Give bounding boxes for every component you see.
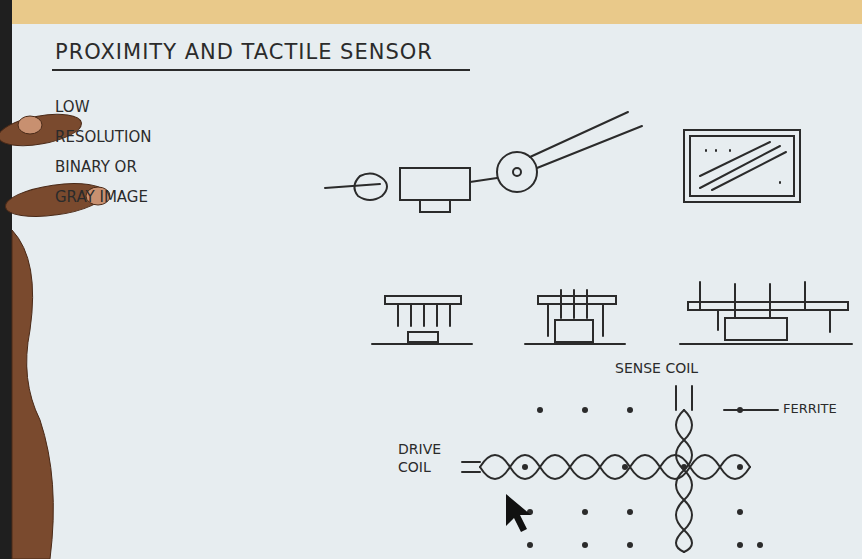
coil-label: SENSE COIL [615, 360, 698, 376]
gripper-pivot [513, 168, 521, 176]
object [725, 318, 787, 340]
wrist-block [400, 168, 470, 200]
ferrite-core [622, 464, 628, 470]
pointer-cursor [506, 494, 531, 532]
motor [354, 173, 387, 200]
gripper-joint [497, 152, 537, 192]
top-glow [0, 0, 862, 24]
surface [525, 343, 625, 345]
ferrite-core [627, 407, 633, 413]
pins [548, 290, 603, 336]
ferrite-core [582, 509, 588, 515]
ferrite-core [681, 464, 687, 470]
ferrite-core [582, 542, 588, 548]
hand [12, 230, 53, 559]
pin-array-plate [538, 296, 616, 304]
ferrite-core [582, 407, 588, 413]
drive-coil [480, 455, 750, 479]
core-label: FERRITE [783, 401, 837, 416]
sensor-hatch [700, 142, 786, 190]
side-note: LOW RESOLUTION BINARY OR GRAY IMAGE [55, 92, 173, 212]
object [408, 332, 438, 342]
ferrite-core [737, 407, 743, 413]
surface [372, 343, 472, 345]
ferrite-core [537, 407, 543, 413]
title-underline [52, 69, 470, 71]
sensor-dots [706, 150, 780, 183]
sensor-pad [420, 200, 450, 212]
sense-coil [676, 410, 692, 552]
coil-label: DRIVE COIL [398, 440, 458, 476]
pins [700, 282, 830, 332]
wrist-link [470, 178, 497, 182]
ferrite-core [737, 509, 743, 515]
pin-array-plate [385, 296, 461, 304]
sensor-frame-inner [690, 136, 794, 196]
gripper-finger [537, 126, 642, 168]
ferrite-core [757, 542, 763, 548]
ferrite-core [527, 542, 533, 548]
drive-coil-lead [462, 462, 480, 472]
ferrite-core [737, 464, 743, 470]
sensor-frame [684, 130, 800, 202]
sense-coil [676, 410, 692, 552]
ferrite-leader [724, 409, 778, 411]
sense-coil-lead [676, 386, 692, 410]
ferrite-core [737, 542, 743, 548]
ferrite-core [522, 464, 528, 470]
robot-arm [325, 184, 380, 188]
surface [680, 343, 852, 345]
ferrite-core [627, 509, 633, 515]
pins [398, 304, 450, 326]
board-edge [0, 0, 12, 559]
ferrite-core [627, 542, 633, 548]
title: PROXIMITY AND TACTILE SENSOR [55, 40, 433, 64]
pin-array-plate [688, 302, 848, 310]
fingertip [18, 116, 42, 134]
drive-coil [480, 455, 750, 479]
object [555, 320, 593, 342]
